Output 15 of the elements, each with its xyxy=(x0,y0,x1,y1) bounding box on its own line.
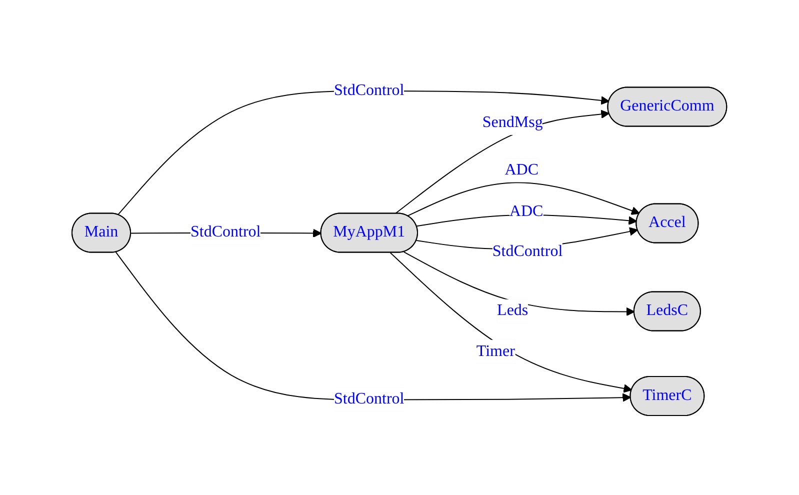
arrow xyxy=(118,90,610,216)
edge-label: Leds xyxy=(497,302,528,320)
edge-label: ADC xyxy=(504,162,539,179)
edge-label: StdControl xyxy=(492,243,563,260)
edge-label: SendMsg xyxy=(482,114,543,132)
edge-label: Timer xyxy=(476,343,516,360)
edge-label: ADC xyxy=(510,203,544,220)
arrow xyxy=(390,252,632,394)
arrow xyxy=(116,252,632,402)
edge-label: StdControl xyxy=(334,82,404,100)
arrow xyxy=(394,110,610,214)
arrow xyxy=(407,182,640,217)
arrow xyxy=(404,252,635,316)
edge-label: StdControl xyxy=(334,390,404,408)
edge-label: StdControl xyxy=(190,224,261,241)
